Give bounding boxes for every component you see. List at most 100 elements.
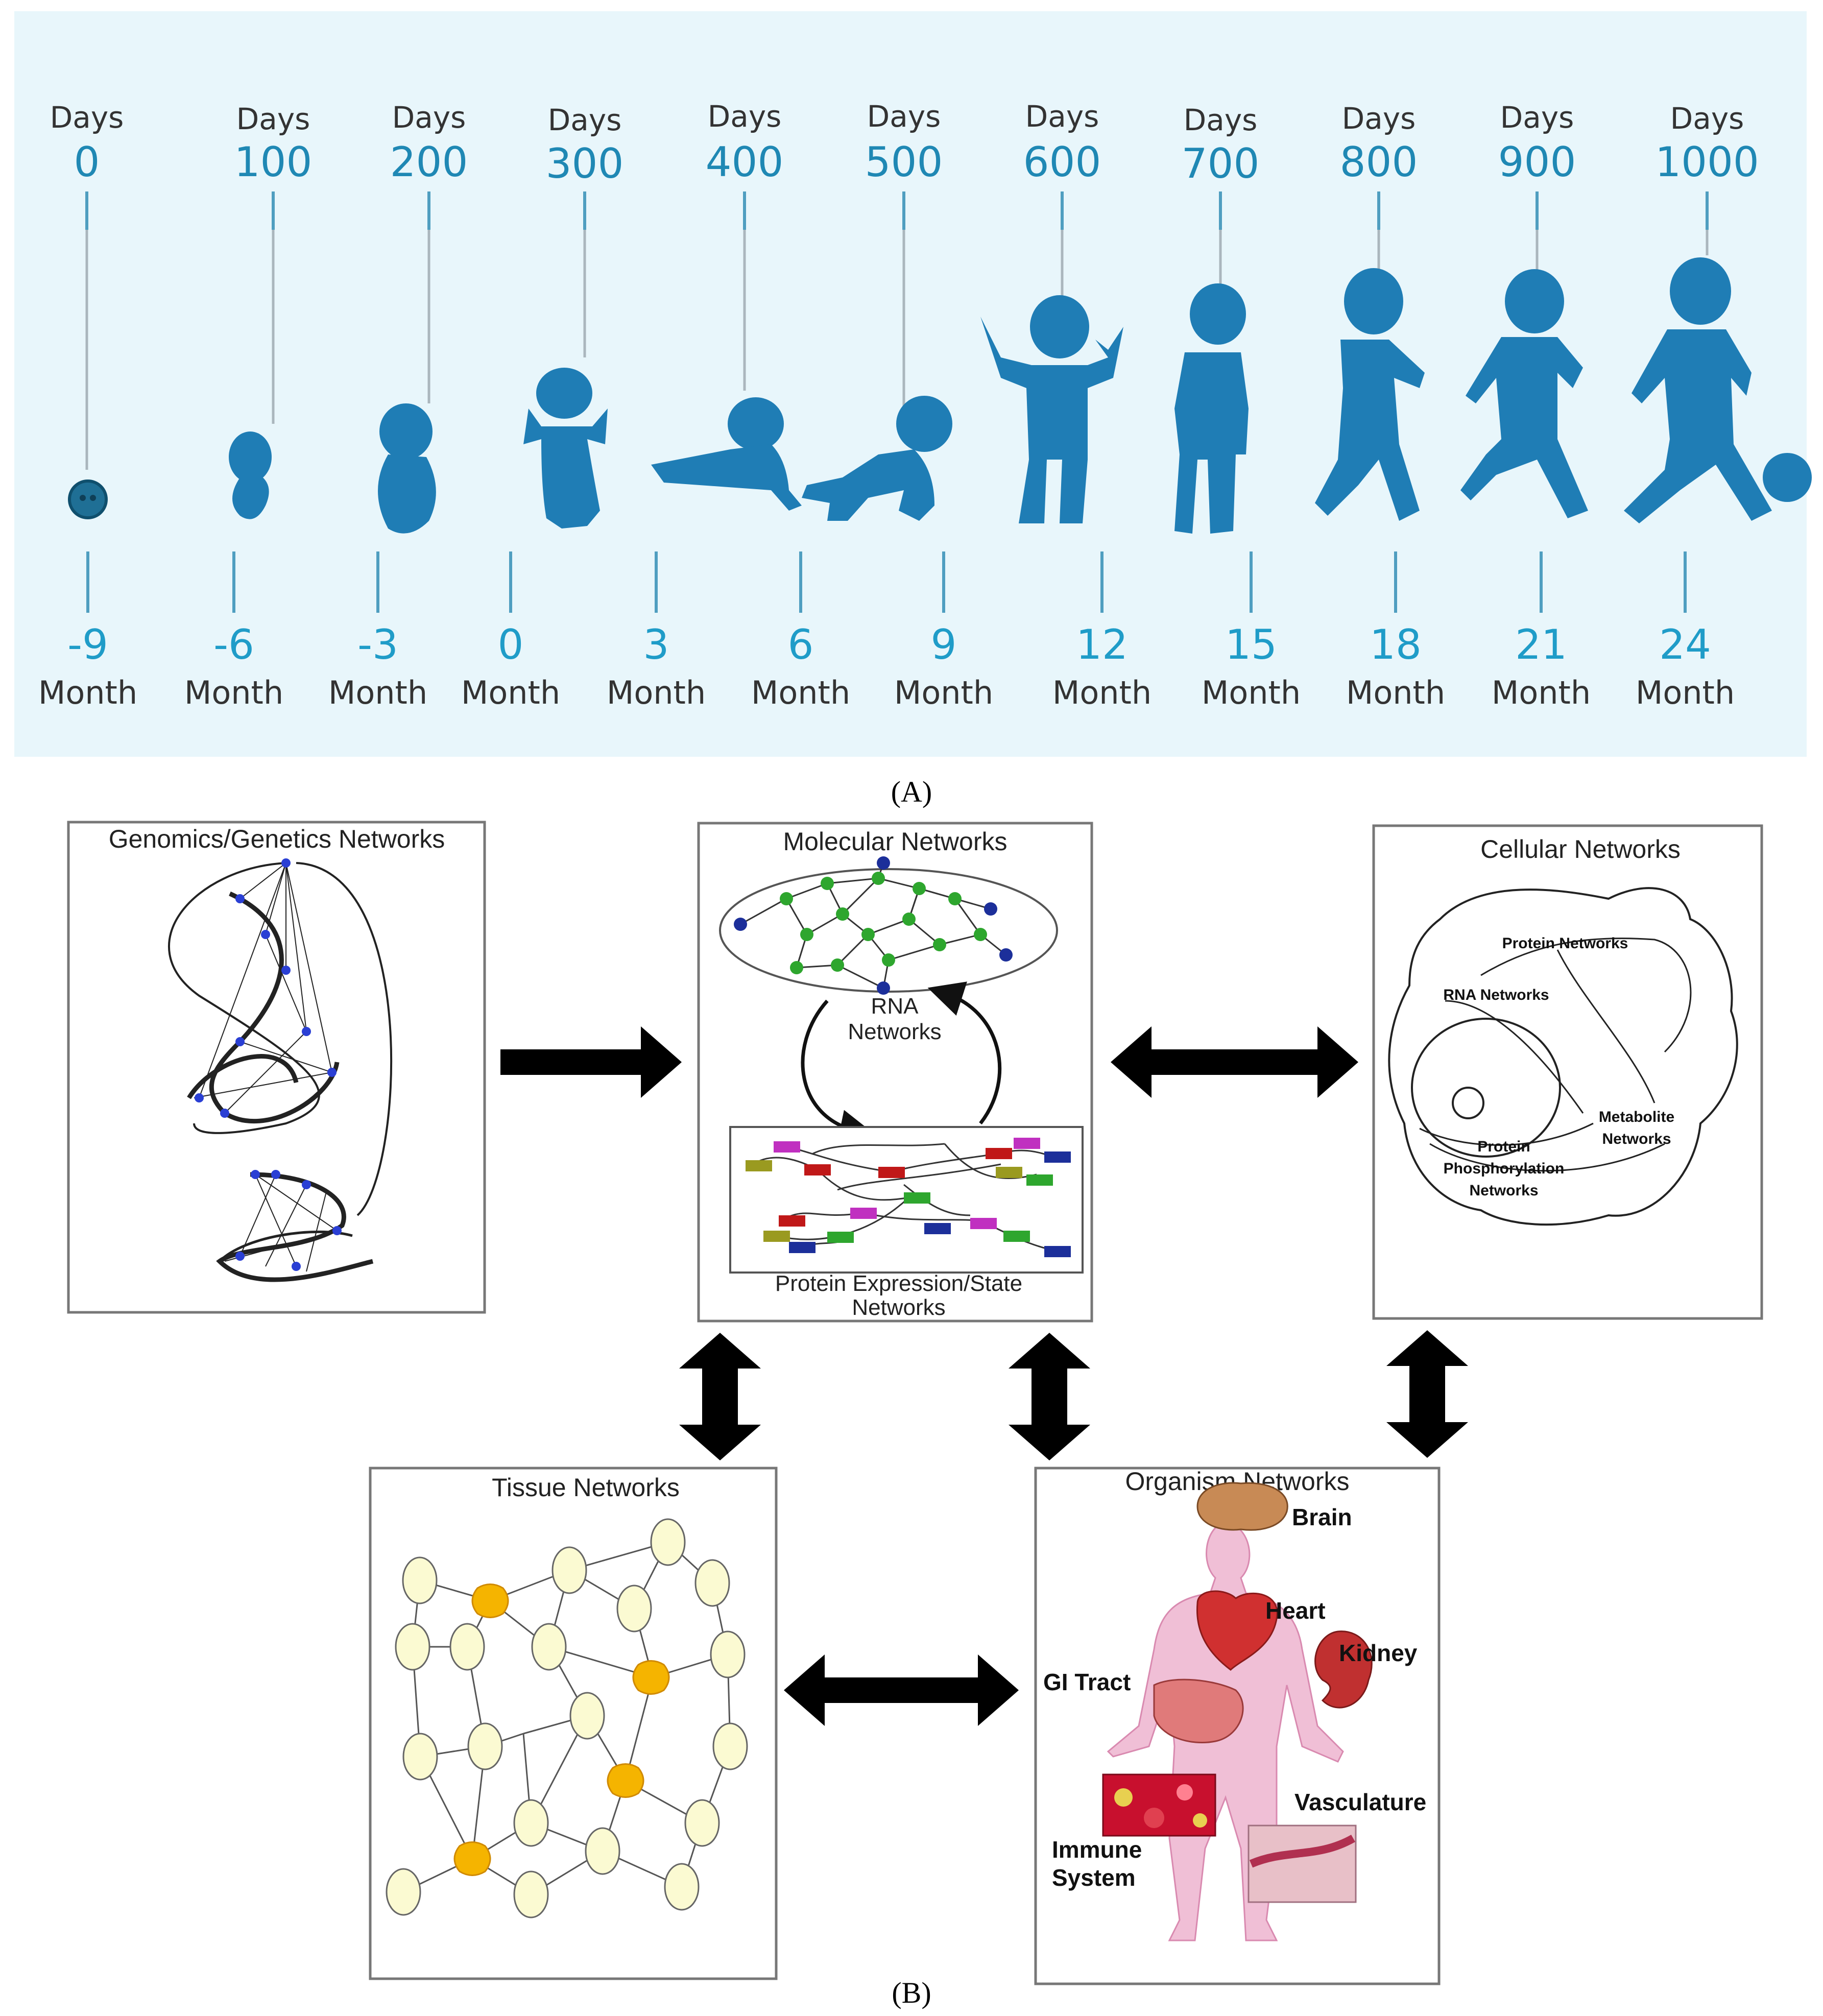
month-label: Month bbox=[894, 674, 993, 711]
kidney-label: Kidney bbox=[1339, 1640, 1418, 1666]
tissue-network-nodes bbox=[386, 1518, 748, 1918]
phosphorylation-networks-label-line2: Phosphorylation bbox=[1444, 1160, 1565, 1177]
gi-tract-icon bbox=[1153, 1678, 1244, 1744]
days-label: Days bbox=[867, 99, 941, 134]
nucleus-outline bbox=[1411, 1018, 1561, 1158]
days-value: 0 bbox=[74, 138, 100, 186]
month-label: Month bbox=[1636, 674, 1735, 711]
month-value: 9 bbox=[931, 621, 957, 668]
panel-b-caption: (B) bbox=[892, 1976, 931, 2009]
toddler-walking-icon bbox=[1315, 268, 1425, 521]
days-value: 100 bbox=[234, 138, 313, 186]
month-value: 18 bbox=[1370, 621, 1422, 668]
days-label: Days bbox=[708, 99, 782, 134]
flow-arrows bbox=[500, 1026, 1468, 1726]
gi-tract-label: GI Tract bbox=[1043, 1669, 1131, 1695]
month-value: 24 bbox=[1659, 621, 1711, 668]
days-label: Days bbox=[548, 103, 622, 137]
days-label: Days bbox=[1025, 99, 1099, 134]
protein-network-nodes bbox=[746, 1138, 1071, 1257]
month-label: Month bbox=[751, 674, 850, 711]
human-body-illustration bbox=[1102, 1482, 1373, 1941]
month-value: 15 bbox=[1225, 621, 1277, 668]
month-label: Month bbox=[1052, 674, 1152, 711]
month-value: -9 bbox=[67, 621, 108, 668]
days-label: Days bbox=[236, 102, 310, 136]
days-label: Days bbox=[1500, 100, 1574, 135]
arrow-genomics-to-molecular bbox=[500, 1026, 682, 1098]
embryo-icon bbox=[229, 431, 272, 519]
vasculature-inset bbox=[1248, 1825, 1357, 1903]
infant-lying-icon bbox=[651, 397, 802, 511]
genomics-nodes bbox=[195, 858, 342, 1271]
brain-label: Brain bbox=[1292, 1504, 1352, 1530]
dna-helix-icon bbox=[167, 862, 393, 1282]
month-label: Month bbox=[1346, 674, 1445, 711]
child-striding-icon bbox=[1624, 257, 1772, 523]
genomics-title: Genomics/Genetics Networks bbox=[109, 825, 445, 853]
days-value: 300 bbox=[546, 140, 624, 187]
month-label: Month bbox=[461, 674, 560, 711]
immune-system-label-line1: Immune bbox=[1052, 1836, 1142, 1863]
zygote-icon bbox=[68, 479, 108, 519]
cellular-title: Cellular Networks bbox=[1480, 835, 1681, 863]
metabolite-networks-label-line1: Metabolite bbox=[1599, 1109, 1674, 1125]
panel-b-network-diagram: Genomics/Genetics Networks bbox=[67, 821, 1763, 1985]
month-value: 6 bbox=[788, 621, 814, 668]
days-value: 700 bbox=[1182, 140, 1260, 187]
days-label: Days bbox=[1342, 101, 1416, 136]
arrow-tissue-organism bbox=[784, 1654, 1019, 1726]
days-label: Days bbox=[392, 100, 466, 135]
month-value: -3 bbox=[357, 621, 398, 668]
arrow-molecular-organism bbox=[1009, 1333, 1090, 1460]
days-value: 800 bbox=[1340, 138, 1418, 186]
days-label: Days bbox=[50, 100, 124, 135]
arrow-molecular-tissue bbox=[679, 1333, 761, 1460]
tissue-active-nodes bbox=[453, 1583, 670, 1876]
month-value: 3 bbox=[643, 621, 669, 668]
tissue-networks-panel: Tissue Networks bbox=[369, 1467, 778, 1980]
days-value: 500 bbox=[865, 138, 943, 186]
nucleolus-outline bbox=[1452, 1087, 1484, 1119]
phosphorylation-networks-label-line1: Protein bbox=[1477, 1138, 1530, 1155]
fetus-icon bbox=[378, 403, 436, 534]
month-label: Month bbox=[328, 674, 427, 711]
protein-networks-label-line2: Networks bbox=[852, 1295, 945, 1320]
panel-a-caption: (A) bbox=[891, 775, 932, 808]
rna-networks-label-line1: RNA bbox=[871, 994, 919, 1019]
days-value: 400 bbox=[706, 138, 784, 186]
month-label: Month bbox=[1492, 674, 1591, 711]
organism-networks-panel: Organism Networks Brain Heart Kidney GI … bbox=[1034, 1467, 1441, 1985]
month-value: 21 bbox=[1515, 621, 1567, 668]
days-value: 200 bbox=[390, 138, 468, 186]
toddler-standing-arms-up-icon bbox=[980, 295, 1123, 523]
growth-silhouettes bbox=[68, 257, 1812, 534]
phosphorylation-networks-label-line3: Networks bbox=[1469, 1182, 1538, 1199]
arrow-cellular-organism bbox=[1386, 1330, 1468, 1458]
months-axis: -9Month-6Month-3Month0Month3Month6Month9… bbox=[38, 551, 1735, 711]
days-value: 1000 bbox=[1655, 138, 1759, 186]
child-walking-icon bbox=[1460, 269, 1588, 518]
arrow-molecular-cellular bbox=[1111, 1026, 1358, 1098]
month-value: 12 bbox=[1076, 621, 1128, 668]
days-label: Days bbox=[1670, 101, 1744, 136]
rna-networks-label-line2: Networks bbox=[848, 1019, 941, 1044]
newborn-icon bbox=[523, 368, 608, 529]
kidney-icon bbox=[1314, 1630, 1373, 1709]
days-value: 600 bbox=[1023, 138, 1101, 186]
month-label: Month bbox=[38, 674, 137, 711]
molecular-networks-panel: Molecular Networks bbox=[697, 822, 1093, 1323]
molecular-title: Molecular Networks bbox=[783, 827, 1007, 856]
days-label: Days bbox=[1184, 103, 1258, 137]
endpoint-dot-icon bbox=[1763, 453, 1812, 502]
cell-membrane-outline bbox=[1388, 887, 1738, 1226]
rna-networks-cell-label: RNA Networks bbox=[1443, 987, 1549, 1003]
toddler-standing-icon bbox=[1174, 283, 1249, 534]
protein-networks-cell-label: Protein Networks bbox=[1502, 935, 1628, 952]
heart-icon bbox=[1196, 1590, 1278, 1671]
month-value: -6 bbox=[213, 621, 254, 668]
rna-network-nodes bbox=[734, 856, 1013, 995]
genomics-networks-panel: Genomics/Genetics Networks bbox=[67, 821, 486, 1314]
tissue-title: Tissue Networks bbox=[492, 1473, 680, 1502]
